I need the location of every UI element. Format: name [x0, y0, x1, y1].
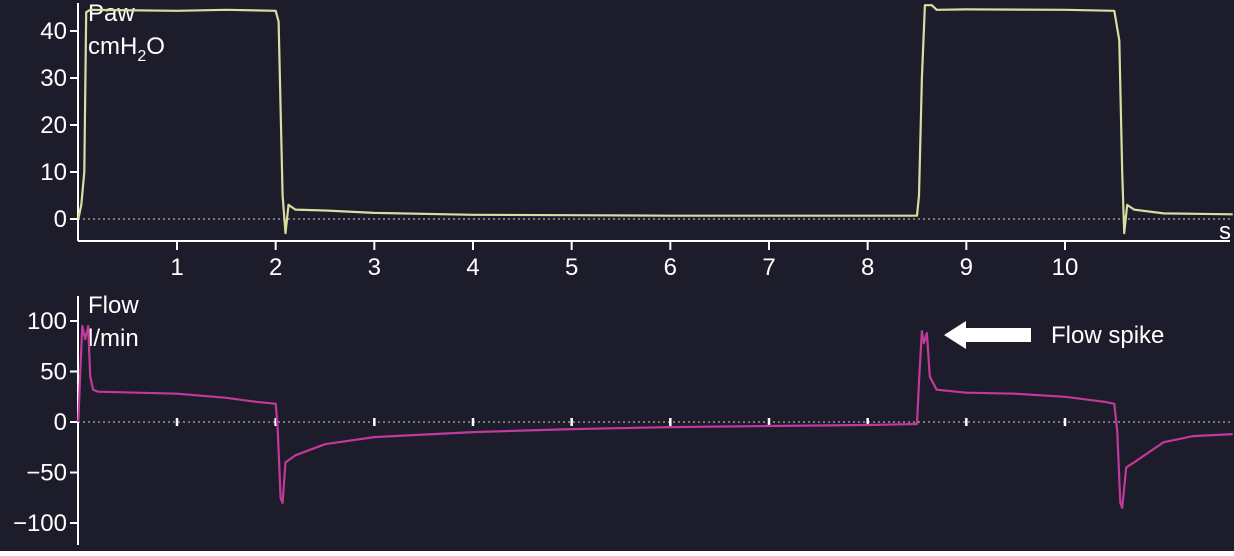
pressure-x-tick-label: 1 [170, 254, 183, 281]
pressure-x-tick-label: 8 [861, 254, 874, 281]
flow-y-tick-label: 100 [27, 308, 67, 335]
flow-spike-annotation: Flow spike [944, 321, 1164, 349]
flow-y-tick-label: −100 [13, 510, 67, 537]
pressure-label: Paw [88, 0, 135, 27]
flow-panel: Flow l/min −100 −50 0 50 100 [13, 292, 1233, 545]
flow-y-tick-label: −50 [26, 460, 67, 487]
pressure-x-tick-label: 10 [1052, 254, 1079, 281]
pressure-unit-subscript: 2 [137, 48, 146, 65]
pressure-unit-tail: O [146, 33, 165, 60]
pressure-y-tick-label: 20 [40, 112, 67, 139]
pressure-waveform-line [77, 4, 1233, 235]
pressure-x-tick-label: 5 [565, 254, 578, 281]
pressure-x-tick-label: 3 [368, 254, 381, 281]
pressure-y-tick-label: 40 [40, 18, 67, 45]
flow-label: Flow [88, 292, 139, 319]
flow-spike-label: Flow spike [1051, 322, 1164, 349]
flow-axes: −100 −50 0 50 100 [13, 296, 1230, 545]
pressure-unit: cmH2O [88, 33, 165, 65]
pressure-x-tick-label: 7 [762, 254, 775, 281]
pressure-y-tick-label: 10 [40, 159, 67, 186]
pressure-x-tick-label: 2 [269, 254, 282, 281]
flow-waveform-line [77, 325, 1233, 509]
pressure-x-tick-label: 4 [466, 254, 479, 281]
flow-unit: l/min [88, 325, 139, 352]
flow-y-tick-label: 0 [54, 409, 67, 436]
pressure-x-tick-label: 9 [960, 254, 973, 281]
flow-y-tick-label: 50 [40, 359, 67, 386]
left-arrow-icon [944, 321, 1031, 349]
pressure-y-tick-label: 0 [54, 206, 67, 233]
pressure-unit-main: cmH [88, 33, 137, 60]
flow-trace [77, 325, 1233, 509]
pressure-y-tick-label: 30 [40, 65, 67, 92]
pressure-x-tick-label: 6 [664, 254, 677, 281]
pressure-trace [77, 4, 1233, 235]
pressure-axes: 0 10 20 30 40 1 2 3 4 5 6 7 8 9 10 [40, 3, 1230, 281]
x-axis-unit: s [1219, 218, 1231, 245]
